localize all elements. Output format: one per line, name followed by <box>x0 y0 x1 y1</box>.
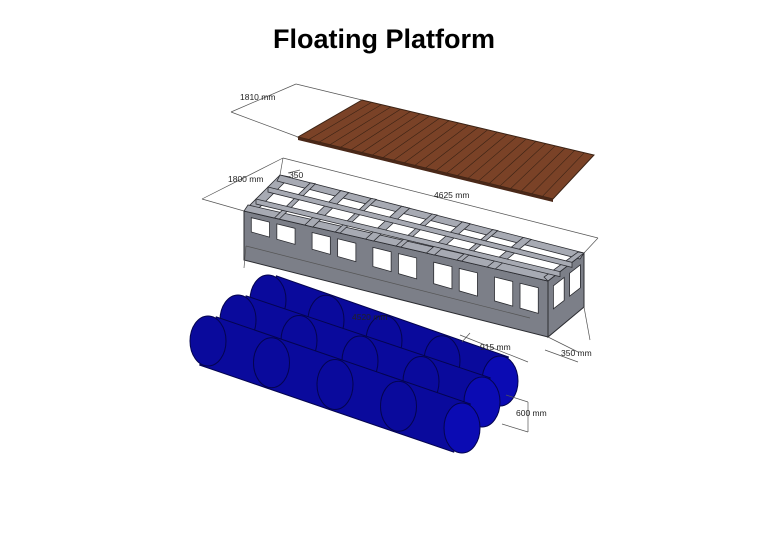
frame-opening <box>553 276 565 310</box>
deck-edge <box>298 137 553 202</box>
page-title: Floating Platform <box>273 24 495 54</box>
deck-board-seam <box>393 120 450 161</box>
dim-float-spacing: 915 mm <box>480 342 511 352</box>
dim-frame-length: 4625 mm <box>434 190 469 200</box>
frame-long-beam <box>255 198 561 278</box>
deck-board-seam <box>404 122 459 164</box>
deck-board-seam <box>329 106 392 146</box>
frame-opening <box>458 267 478 297</box>
deck-board-seam <box>372 115 430 156</box>
float-seam <box>316 359 354 410</box>
dim-deck-width: 1810 mm <box>240 92 275 102</box>
deck-board-seam <box>435 129 488 171</box>
dimension-lines <box>201 83 599 433</box>
steel-frame <box>243 174 585 339</box>
deck-board-seam <box>531 150 575 195</box>
deck-boards <box>296 99 595 202</box>
frame-front-openings <box>250 217 539 314</box>
deck-board-seam <box>499 143 546 187</box>
deck-board-seam <box>446 131 498 174</box>
frame-opening <box>569 263 581 298</box>
deck-board-seam <box>510 145 556 189</box>
dim-frame-depth: 350 mm <box>561 348 592 358</box>
frame-opening <box>372 246 392 273</box>
float-seam <box>253 337 290 389</box>
deck-board-seam <box>489 141 537 184</box>
frame-opening <box>519 282 539 314</box>
frame-opening <box>311 232 331 255</box>
dim-frame-height: 350 <box>289 170 303 180</box>
frame-opening <box>337 238 357 263</box>
frame-opening <box>276 223 296 245</box>
dim-float-diameter: 600 mm <box>516 408 547 418</box>
float-row <box>189 315 481 454</box>
floats <box>189 274 519 454</box>
deck-board-seam <box>361 113 421 153</box>
deck-board-seam <box>520 147 566 192</box>
frame-opening <box>494 276 514 307</box>
deck-board-seam <box>425 127 479 169</box>
dim-float-length: 4520 mm <box>352 312 387 322</box>
deck-board-seam <box>340 108 401 148</box>
deck-board-seam <box>382 118 440 158</box>
float-seam <box>380 380 417 432</box>
frame-end-openings <box>553 263 581 310</box>
deck-board-seam <box>478 138 527 182</box>
deck-board-seam <box>542 152 585 197</box>
float-end-cap <box>443 402 481 454</box>
frame-long-beam <box>267 186 573 268</box>
frame-opening <box>433 261 453 290</box>
frame-opening <box>398 253 418 280</box>
deck-board-seam <box>308 102 372 140</box>
deck-board-seam <box>414 124 469 166</box>
float-start-cap <box>189 315 227 367</box>
deck-board-seam <box>457 134 508 176</box>
deck-board-seam <box>350 111 411 151</box>
dim-frame-width: 1800 mm <box>228 174 263 184</box>
deck-board-seam <box>319 104 382 143</box>
frame-long-beams <box>255 186 573 278</box>
frame-opening <box>250 217 270 238</box>
deck-board-seam <box>467 136 517 179</box>
